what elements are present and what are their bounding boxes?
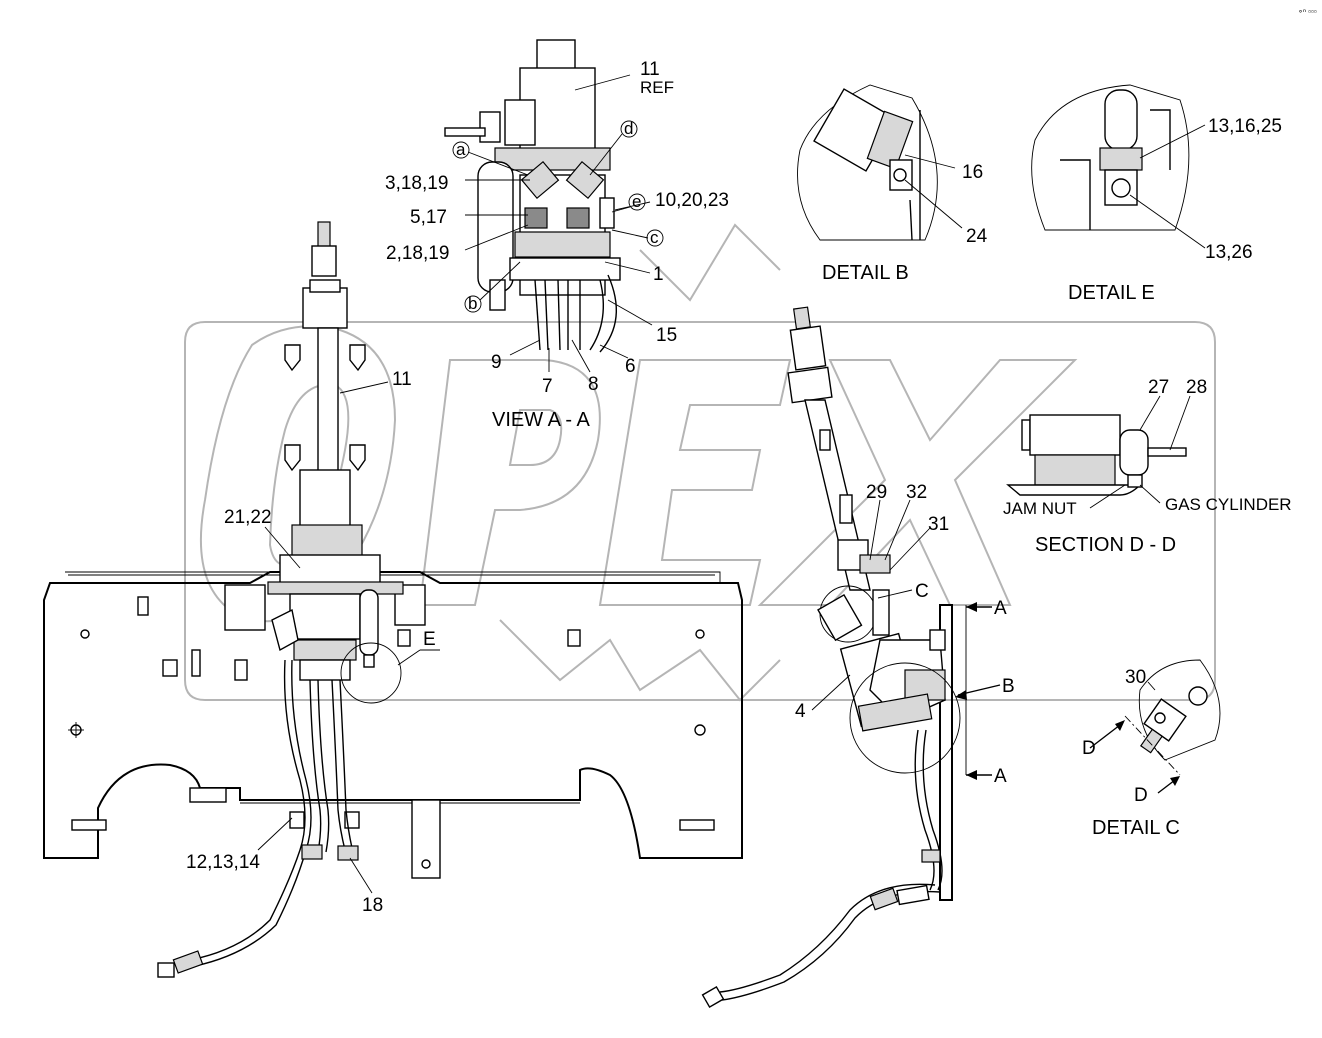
section-d-d: 27 28 JAM NUT GAS CYLINDER SECTION D - D xyxy=(1003,377,1292,556)
side-label-4: 4 xyxy=(795,701,806,722)
circle-letter-d: d xyxy=(624,119,633,138)
label-3-18-19: 3,18,19 xyxy=(385,173,448,194)
section-dd-jam-nut: JAM NUT xyxy=(1003,499,1077,518)
label-18: 18 xyxy=(362,895,383,916)
label-10-20-23: 10,20,23 xyxy=(655,190,729,211)
view-a-a-title: VIEW A - A xyxy=(492,409,590,431)
view-a-a: a d e c b 11 REF 3,18,19 5,17 2,18,19 10… xyxy=(385,39,729,431)
label-21-22: 21,22 xyxy=(224,507,272,528)
detail-c: 30 D D DETAIL C xyxy=(1082,659,1221,839)
main-front-view: 11 21,22 E 12,13,14 18 xyxy=(43,221,743,978)
circle-letter-a: a xyxy=(456,140,466,159)
label-11-ref-num: 11 xyxy=(640,59,660,80)
base-plate xyxy=(43,571,743,859)
label-2-18-19: 2,18,19 xyxy=(386,243,449,264)
detail-c-label-d-bottom: D xyxy=(1134,785,1148,806)
detail-c-title: DETAIL C xyxy=(1092,817,1180,839)
side-label-29: 29 xyxy=(866,482,887,503)
circle-letter-b: b xyxy=(468,294,477,313)
detail-e: 13,16,25 13,26 DETAIL E xyxy=(1031,84,1282,304)
label-1: 1 xyxy=(653,264,664,285)
side-label-a-top: A xyxy=(994,598,1007,619)
section-dd-label-28: 28 xyxy=(1186,377,1207,398)
detail-b: 16 24 DETAIL B xyxy=(797,84,988,284)
label-12-13-14: 12,13,14 xyxy=(186,852,260,873)
side-label-c: C xyxy=(915,581,929,602)
side-label-31: 31 xyxy=(928,514,949,535)
side-label-a-bottom: A xyxy=(994,766,1007,787)
circle-letter-c: c xyxy=(650,228,659,247)
detail-c-label-d-top: D xyxy=(1082,738,1096,759)
label-8: 8 xyxy=(588,374,599,395)
label-9: 9 xyxy=(491,352,502,373)
side-view: 29 32 31 C A B A 4 xyxy=(701,306,1015,1009)
detail-c-label-30: 30 xyxy=(1125,667,1146,688)
side-label-b: B xyxy=(1002,676,1015,697)
label-11-main: 11 xyxy=(392,369,412,390)
detail-b-label-16: 16 xyxy=(962,162,983,183)
label-5-17: 5,17 xyxy=(410,207,447,228)
detail-b-title: DETAIL B xyxy=(822,262,909,284)
detail-e-title: DETAIL E xyxy=(1068,282,1155,304)
label-11-ref-text: REF xyxy=(640,78,674,97)
section-dd-gas-cylinder: GAS CYLINDER xyxy=(1165,495,1292,514)
detail-e-label-13-26: 13,26 xyxy=(1205,242,1253,263)
detail-e-label-13-16-25: 13,16,25 xyxy=(1208,116,1282,137)
label-e-callout: E xyxy=(423,629,436,650)
label-7: 7 xyxy=(542,376,553,397)
section-dd-label-27: 27 xyxy=(1148,377,1169,398)
side-label-32: 32 xyxy=(906,482,927,503)
corner-mark: ∘ⁿ ▫▫▫ xyxy=(1298,7,1317,16)
label-15: 15 xyxy=(656,325,677,346)
detail-b-label-24: 24 xyxy=(966,226,988,247)
label-6: 6 xyxy=(625,356,636,377)
circle-letter-e: e xyxy=(632,192,641,211)
section-dd-title: SECTION D - D xyxy=(1035,534,1176,556)
